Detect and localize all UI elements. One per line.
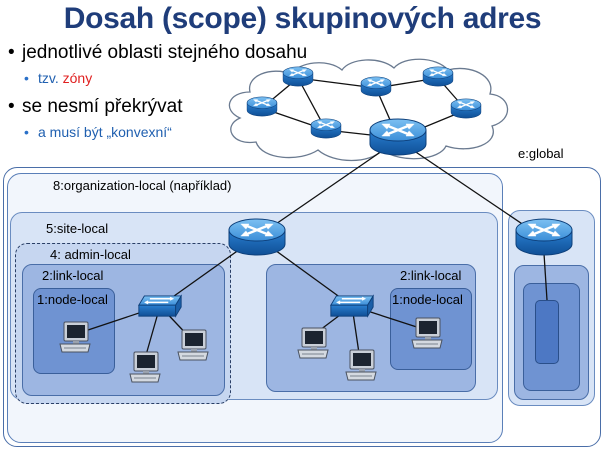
switch-icon — [330, 295, 374, 317]
router-icon — [368, 118, 428, 157]
sub-bullet-1: • tzv. zóny — [24, 70, 92, 86]
router-icon — [422, 66, 454, 87]
slide-title: Dosah (scope) skupinových adres — [63, 2, 542, 35]
sub-bullet-1-prefix: tzv. — [38, 70, 59, 86]
bullet-dot: • — [8, 96, 15, 117]
switch-icon — [138, 295, 182, 317]
sub-bullet-dot: • — [24, 124, 29, 140]
router-icon — [282, 66, 314, 87]
router-icon — [227, 218, 287, 257]
router-icon — [246, 96, 278, 117]
sub-bullet-2: • a musí být „konvexní“ — [24, 124, 172, 140]
right-scope-innermost — [535, 300, 559, 364]
sub-bullet-1-highlight: zóny — [62, 70, 93, 86]
bullet-2: • se nesmí překrývat — [8, 96, 183, 118]
router-icon — [310, 118, 342, 139]
admin-scope-label: 4: admin-local — [50, 247, 131, 262]
router-icon — [450, 98, 482, 119]
bullet-1: • jednotlivé oblasti stejného dosahu — [8, 42, 307, 64]
bullet-dot: • — [8, 42, 15, 63]
organization-scope-label: 8:organization-local (například) — [53, 178, 232, 193]
link-scope-label-left: 2:link-local — [42, 268, 104, 283]
link-scope-label-right: 2:link-local — [400, 268, 462, 283]
router-icon — [360, 76, 392, 97]
computer-icon — [129, 351, 161, 383]
computer-icon — [411, 317, 443, 349]
sub-bullet-dot: • — [24, 70, 29, 86]
router-icon — [514, 218, 574, 257]
node-scope-label-right: 1:node-local — [392, 292, 463, 307]
computer-icon — [177, 329, 209, 361]
bullet-2-text: se nesmí překrývat — [22, 96, 183, 117]
bullet-1-text: jednotlivé oblasti stejného dosahu — [22, 42, 308, 63]
computer-icon — [297, 327, 329, 359]
computer-icon — [345, 349, 377, 381]
site-scope-label: 5:site-local — [46, 221, 109, 236]
sub-bullet-2-text: a musí být „konvexní“ — [38, 124, 172, 140]
global-scope-label: e:global — [518, 146, 564, 161]
computer-icon — [59, 321, 91, 353]
node-scope-label-left: 1:node-local — [37, 292, 108, 307]
